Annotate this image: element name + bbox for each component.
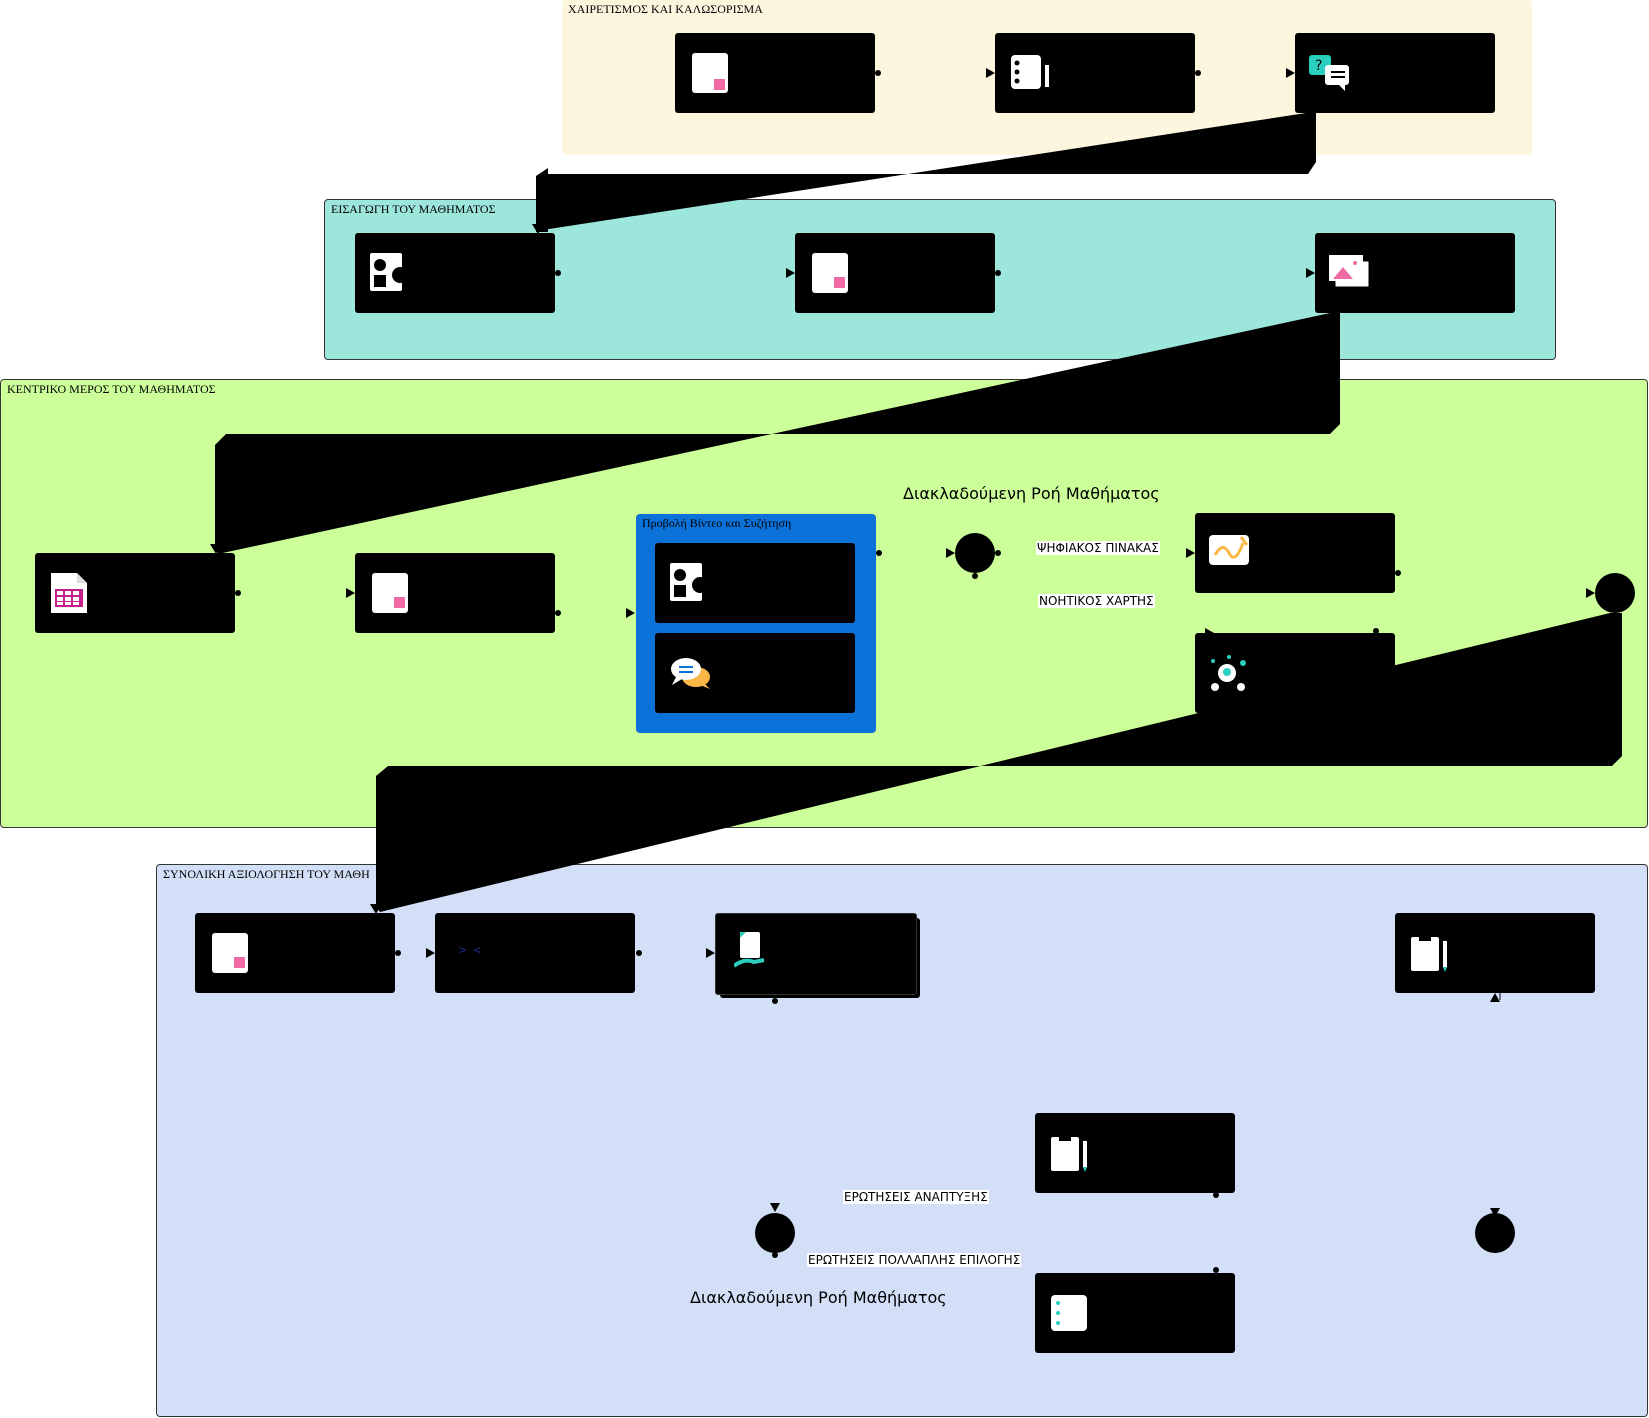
arrow-in-down [770, 1203, 780, 1212]
port-out [1373, 628, 1379, 634]
arrow-in [946, 548, 955, 558]
svg-text:?: ? [1315, 58, 1322, 74]
lane-title-assessment: ΣΥΝΟΛΙΚΗ ΑΞΙΟΛΟΓΗΣΗ ΤΟΥ ΜΑΘΗ [163, 867, 370, 881]
port-out [875, 70, 881, 76]
port-out [555, 270, 561, 276]
merge-gateway-main[interactable] [1595, 573, 1635, 613]
branch-main-option-1: ΨΗΦΙΑΚΟΣ ΠΙΝΑΚΑΣ [1036, 541, 1160, 555]
main-mindmap-node[interactable] [1195, 633, 1395, 713]
port-out [972, 573, 978, 579]
arrow-in [1286, 68, 1295, 78]
assess-clipboard-final-node[interactable] [1395, 913, 1595, 993]
arrow-in [426, 948, 435, 958]
code-icon: > < [459, 943, 481, 957]
welcome-notebook-node[interactable] [995, 33, 1195, 113]
lane-title-welcome: ΧΑΙΡΕΤΙΣΜΟΣ ΚΑΙ ΚΑΛΩΣΟΡΙΣΜΑ [568, 2, 763, 16]
question-chat-icon: ? [1309, 55, 1351, 96]
assess-open-questions-node[interactable] [1035, 1113, 1235, 1193]
shapes-icon [670, 563, 710, 608]
arrow-in [1306, 268, 1315, 278]
arrowhead-main [210, 544, 222, 554]
group-title: Προβολή Βίντεο και Συζήτηση [642, 516, 792, 530]
spreadsheet-icon [51, 573, 87, 618]
branch-gateway-assessment[interactable] [755, 1213, 795, 1253]
intro-doc-node[interactable] [795, 233, 995, 313]
shapes-icon [370, 253, 410, 298]
port-out [772, 998, 778, 1004]
mindmap-icon [1209, 655, 1249, 700]
branch-assess-option-2: ΕΡΩΤΗΣΕΙΣ ΠΟΛΛΑΠΛΗΣ ΕΠΙΛΟΓΗΣ [807, 1253, 1022, 1267]
arrow-in [1186, 548, 1195, 558]
port-out [395, 950, 401, 956]
group-shapes-node[interactable] [655, 543, 855, 623]
arrow-in [1205, 628, 1214, 638]
port-out [1395, 570, 1401, 576]
connector-welcome-intro-tail [536, 168, 548, 232]
port-out [772, 1252, 778, 1258]
port-out [1213, 1192, 1219, 1198]
port-out [876, 550, 882, 556]
images-icon [1329, 255, 1371, 294]
branch-gateway-main[interactable] [955, 533, 995, 573]
port-out [235, 590, 241, 596]
assess-upload-node[interactable] [715, 913, 917, 995]
welcome-qa-node[interactable]: ? [1295, 33, 1495, 113]
document-icon [692, 53, 728, 98]
main-spreadsheet-node[interactable] [35, 553, 235, 633]
branch-assess-title: Διακλαδούμενη Ροή Μαθήματος [690, 1288, 947, 1307]
port-out [555, 610, 561, 616]
intro-shapes-node[interactable] [355, 233, 555, 313]
lane-title-main: ΚΕΝΤΡΙΚΟ ΜΕΡΟΣ ΤΟΥ ΜΑΘΗΜΑΤΟΣ [7, 382, 216, 396]
arrow-in [346, 588, 355, 598]
notebook-icon [1011, 53, 1051, 98]
port-out [1213, 1267, 1219, 1273]
group-chat-node[interactable] [655, 633, 855, 713]
document-icon [212, 933, 248, 978]
branch-main-option-2: ΝΟΗΤΙΚΟΣ ΧΑΡΤΗΣ [1038, 594, 1155, 608]
port-out [995, 550, 1001, 556]
main-doc-node[interactable] [355, 553, 555, 633]
clipboard-pencil-icon [1051, 1135, 1091, 1178]
whiteboard-icon [1209, 533, 1251, 574]
arrow-in [786, 268, 795, 278]
arrowhead-intro [532, 224, 544, 234]
merge-gateway-assessment[interactable] [1475, 1213, 1515, 1253]
assess-doc-node[interactable] [195, 913, 395, 993]
arrow-in [986, 68, 995, 78]
connector-main-assessment [376, 613, 1622, 912]
branch-assess-option-1: ΕΡΩΤΗΣΕΙΣ ΑΝΑΠΤΥΞΗΣ [843, 1190, 989, 1204]
main-whiteboard-node[interactable] [1195, 513, 1395, 593]
intro-images-node[interactable] [1315, 233, 1515, 313]
arrow-in [706, 948, 715, 958]
arrow-in-up [1490, 993, 1500, 1002]
assess-multiple-choice-node[interactable] [1035, 1273, 1235, 1353]
arrow-in [1586, 588, 1595, 598]
lane-title-intro: ΕΙΣΑΓΩΓΗ ΤΟΥ ΜΑΘΗΜΑΤΟΣ [331, 202, 496, 216]
port-out [1195, 70, 1201, 76]
port-out [636, 950, 642, 956]
connector-intro-main [215, 313, 1340, 554]
arrow-in [626, 608, 635, 618]
arrow-in-down [1490, 1208, 1500, 1217]
chat-bubbles-icon [670, 655, 712, 696]
branch-main-title: Διακλαδούμενη Ροή Μαθήματος [903, 484, 1160, 503]
port-out [995, 270, 1001, 276]
clipboard-pencil-icon [1411, 935, 1451, 978]
document-icon [812, 253, 848, 298]
list-icon [1051, 1295, 1087, 1338]
document-icon [372, 573, 408, 618]
assess-code-node[interactable]: > < [435, 913, 635, 993]
connector-welcome-intro [536, 113, 1316, 231]
hand-document-icon [732, 932, 768, 977]
arrowhead-assessment [370, 904, 382, 914]
welcome-doc-node[interactable] [675, 33, 875, 113]
